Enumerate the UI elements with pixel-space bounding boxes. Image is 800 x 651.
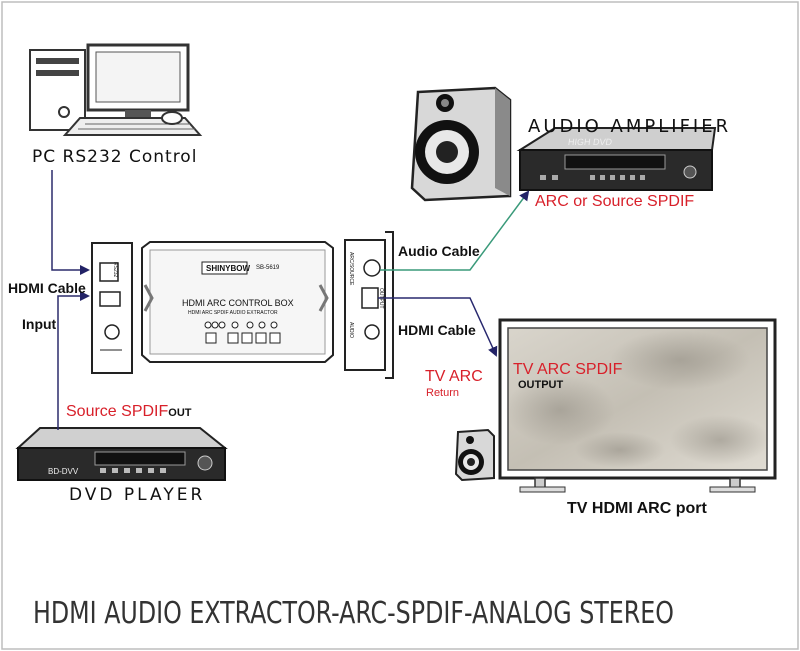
dvd-model-text: BD-DVV — [48, 467, 79, 476]
tv-arc-spdif-label: TV ARC SPDIF — [513, 361, 623, 378]
footer-title: HDMI AUDIO EXTRACTOR-ARC-SPDIF-ANALOG ST… — [33, 596, 674, 631]
left-cap-port-label: RS232 — [112, 262, 118, 278]
source-spdif-label: Source SPDIF — [66, 403, 169, 420]
tv-arc-spdif-output-label: OUTPUT — [518, 379, 564, 391]
connection-lines — [51, 170, 530, 430]
hdmi-input-line — [57, 291, 90, 430]
speaker-icon — [410, 86, 512, 202]
right-cap-bottom-port-label: AUDIO — [348, 322, 354, 338]
amplifier-device — [516, 127, 717, 191]
audio-cable-line — [380, 190, 530, 271]
control-box-right-cap — [344, 231, 394, 379]
control-box-body — [141, 241, 334, 363]
pc-icon — [29, 43, 203, 136]
audio-cable-label: Audio Cable — [398, 243, 480, 259]
input-label: Input — [22, 316, 57, 332]
hdmi-cable-right-label: HDMI Cable — [398, 322, 476, 338]
dvd-label: DVD PLAYER — [69, 485, 206, 505]
control-box-brand: SHINYBOW — [206, 264, 250, 273]
control-box-subtitle: HDMI ARC SPDIF AUDIO EXTRACTOR — [188, 310, 278, 316]
tv-arc-return-label: Return — [426, 387, 460, 399]
tv-arc-label: TV ARC — [425, 368, 483, 385]
arc-or-source-spdif-label: ARC or Source SPDIF — [535, 193, 695, 210]
hdmi-output-line — [378, 297, 498, 357]
hdmi-cable-left-label: HDMI Cable — [8, 280, 86, 296]
tv-label: TV HDMI ARC port — [567, 500, 707, 517]
right-cap-mid-port-label: OUTPUT — [378, 288, 384, 309]
tv-speaker-icon — [454, 428, 495, 482]
pc-label: PC RS232 Control — [32, 147, 198, 167]
control-box-title: HDMI ARC CONTROL BOX — [182, 298, 294, 308]
control-box-model: SB-5619 — [256, 265, 280, 271]
right-cap-top-port-label: ARC/SOURCE — [348, 252, 354, 286]
rs232-line — [51, 170, 90, 275]
source-spdif-row: Source SPDIFOUT — [66, 403, 192, 421]
tv-device — [498, 318, 777, 493]
source-spdif-out-label: OUT — [168, 407, 192, 419]
control-box-left-cap — [91, 242, 133, 374]
dvd-device — [15, 427, 228, 481]
amplifier-label: AUDIO AMPLIFIER — [528, 116, 732, 137]
amplifier-display-text: HIGH DVD — [567, 137, 613, 147]
